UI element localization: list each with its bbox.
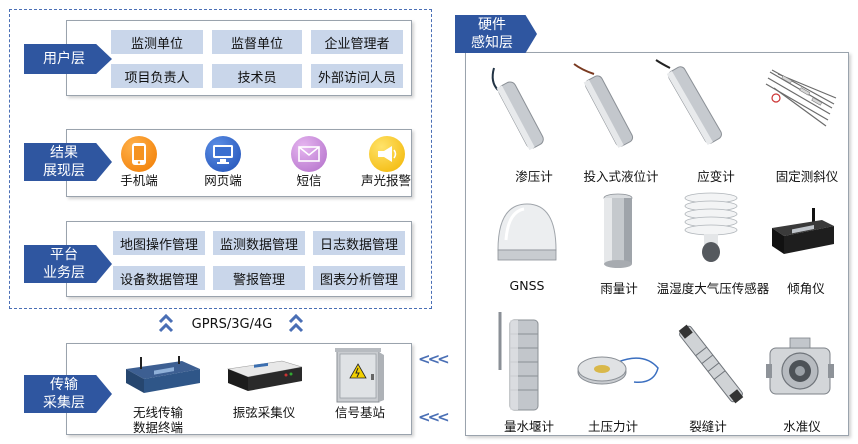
signal-cabinet-image <box>335 348 384 403</box>
hardware-label: 温湿度大气压传感器 <box>656 281 770 296</box>
user-cell: 监测单位 <box>111 30 203 54</box>
result-label: 网页端 <box>204 173 242 188</box>
submersible-level-gauge-image <box>573 63 634 148</box>
platform-cell: 警报管理 <box>213 266 305 290</box>
tilt-meter-image <box>772 208 834 254</box>
user-cell: 企业管理者 <box>311 30 403 54</box>
hardware-label: 土压力计 <box>587 419 638 434</box>
platform-cell: 日志数据管理 <box>313 231 405 255</box>
result-label: 短信 <box>296 173 322 188</box>
hardware-label: 倾角仪 <box>787 281 825 296</box>
platform-cell: 设备数据管理 <box>113 266 205 290</box>
hardware-label: 应变计 <box>697 169 735 184</box>
platform-cell: 监测数据管理 <box>213 231 305 255</box>
transport-label: 信号基站 <box>334 405 385 420</box>
hardware-label: 渗压计 <box>515 169 553 184</box>
left-arrows-upper: <<< <box>418 350 450 368</box>
fixed-inclinometer-image <box>765 69 837 127</box>
envelope-icon <box>291 136 327 172</box>
user-cell: 技术员 <box>212 64 302 88</box>
computer-monitor-icon <box>205 136 241 172</box>
upper-layers-frame <box>9 9 432 309</box>
user-layer-tag: 用户层 <box>24 44 112 74</box>
result-layer-tag: 结果 展现层 <box>24 143 112 181</box>
up-arrows-right <box>288 313 304 333</box>
user-cell: 监督单位 <box>212 30 302 54</box>
transport-label: 无线传输 数据终端 <box>132 405 183 435</box>
hardware-label: 投入式液位计 <box>583 169 659 184</box>
left-arrows-lower: <<< <box>418 408 450 426</box>
rain-gauge-image <box>603 193 633 268</box>
vibrating-wire-collector-image <box>226 360 303 391</box>
platform-layer-tag: 平台 业务层 <box>24 245 112 283</box>
weir-gauge-image <box>498 312 539 411</box>
up-arrows-left <box>158 313 174 333</box>
hardware-label: 水准仪 <box>783 419 821 434</box>
transport-layer-tag: 传输 采集层 <box>24 375 112 413</box>
result-label: 手机端 <box>120 173 158 188</box>
gnss-antenna-image <box>497 203 557 261</box>
hardware-label: 裂缝计 <box>689 419 727 434</box>
earth-pressure-cell-image <box>577 356 659 385</box>
temperature-humidity-sensor-image <box>684 192 738 262</box>
user-cell: 项目负责人 <box>111 64 203 88</box>
crack-meter-image <box>678 324 744 404</box>
platform-cell: 地图操作管理 <box>113 231 205 255</box>
hardware-label: 量水堰计 <box>503 419 554 434</box>
platform-cell: 图表分析管理 <box>313 266 405 290</box>
hardware-label: GNSS <box>509 278 545 293</box>
result-label: 声光报警 <box>360 173 411 188</box>
transport-label: 振弦采集仪 <box>232 405 296 420</box>
hardware-label: 固定测斜仪 <box>775 169 839 184</box>
leveling-instrument-image <box>766 337 834 395</box>
wireless-terminal-image <box>126 356 200 393</box>
piezometer-image <box>491 67 544 150</box>
hardware-layer-tag: 硬件 感知层 <box>455 15 537 53</box>
strain-gauge-image <box>655 59 722 146</box>
mobile-phone-icon <box>121 136 157 172</box>
user-cell: 外部访问人员 <box>311 64 403 88</box>
hardware-label: 雨量计 <box>600 281 638 296</box>
network-label: GPRS/3G/4G <box>191 317 273 332</box>
megaphone-icon <box>369 136 405 172</box>
